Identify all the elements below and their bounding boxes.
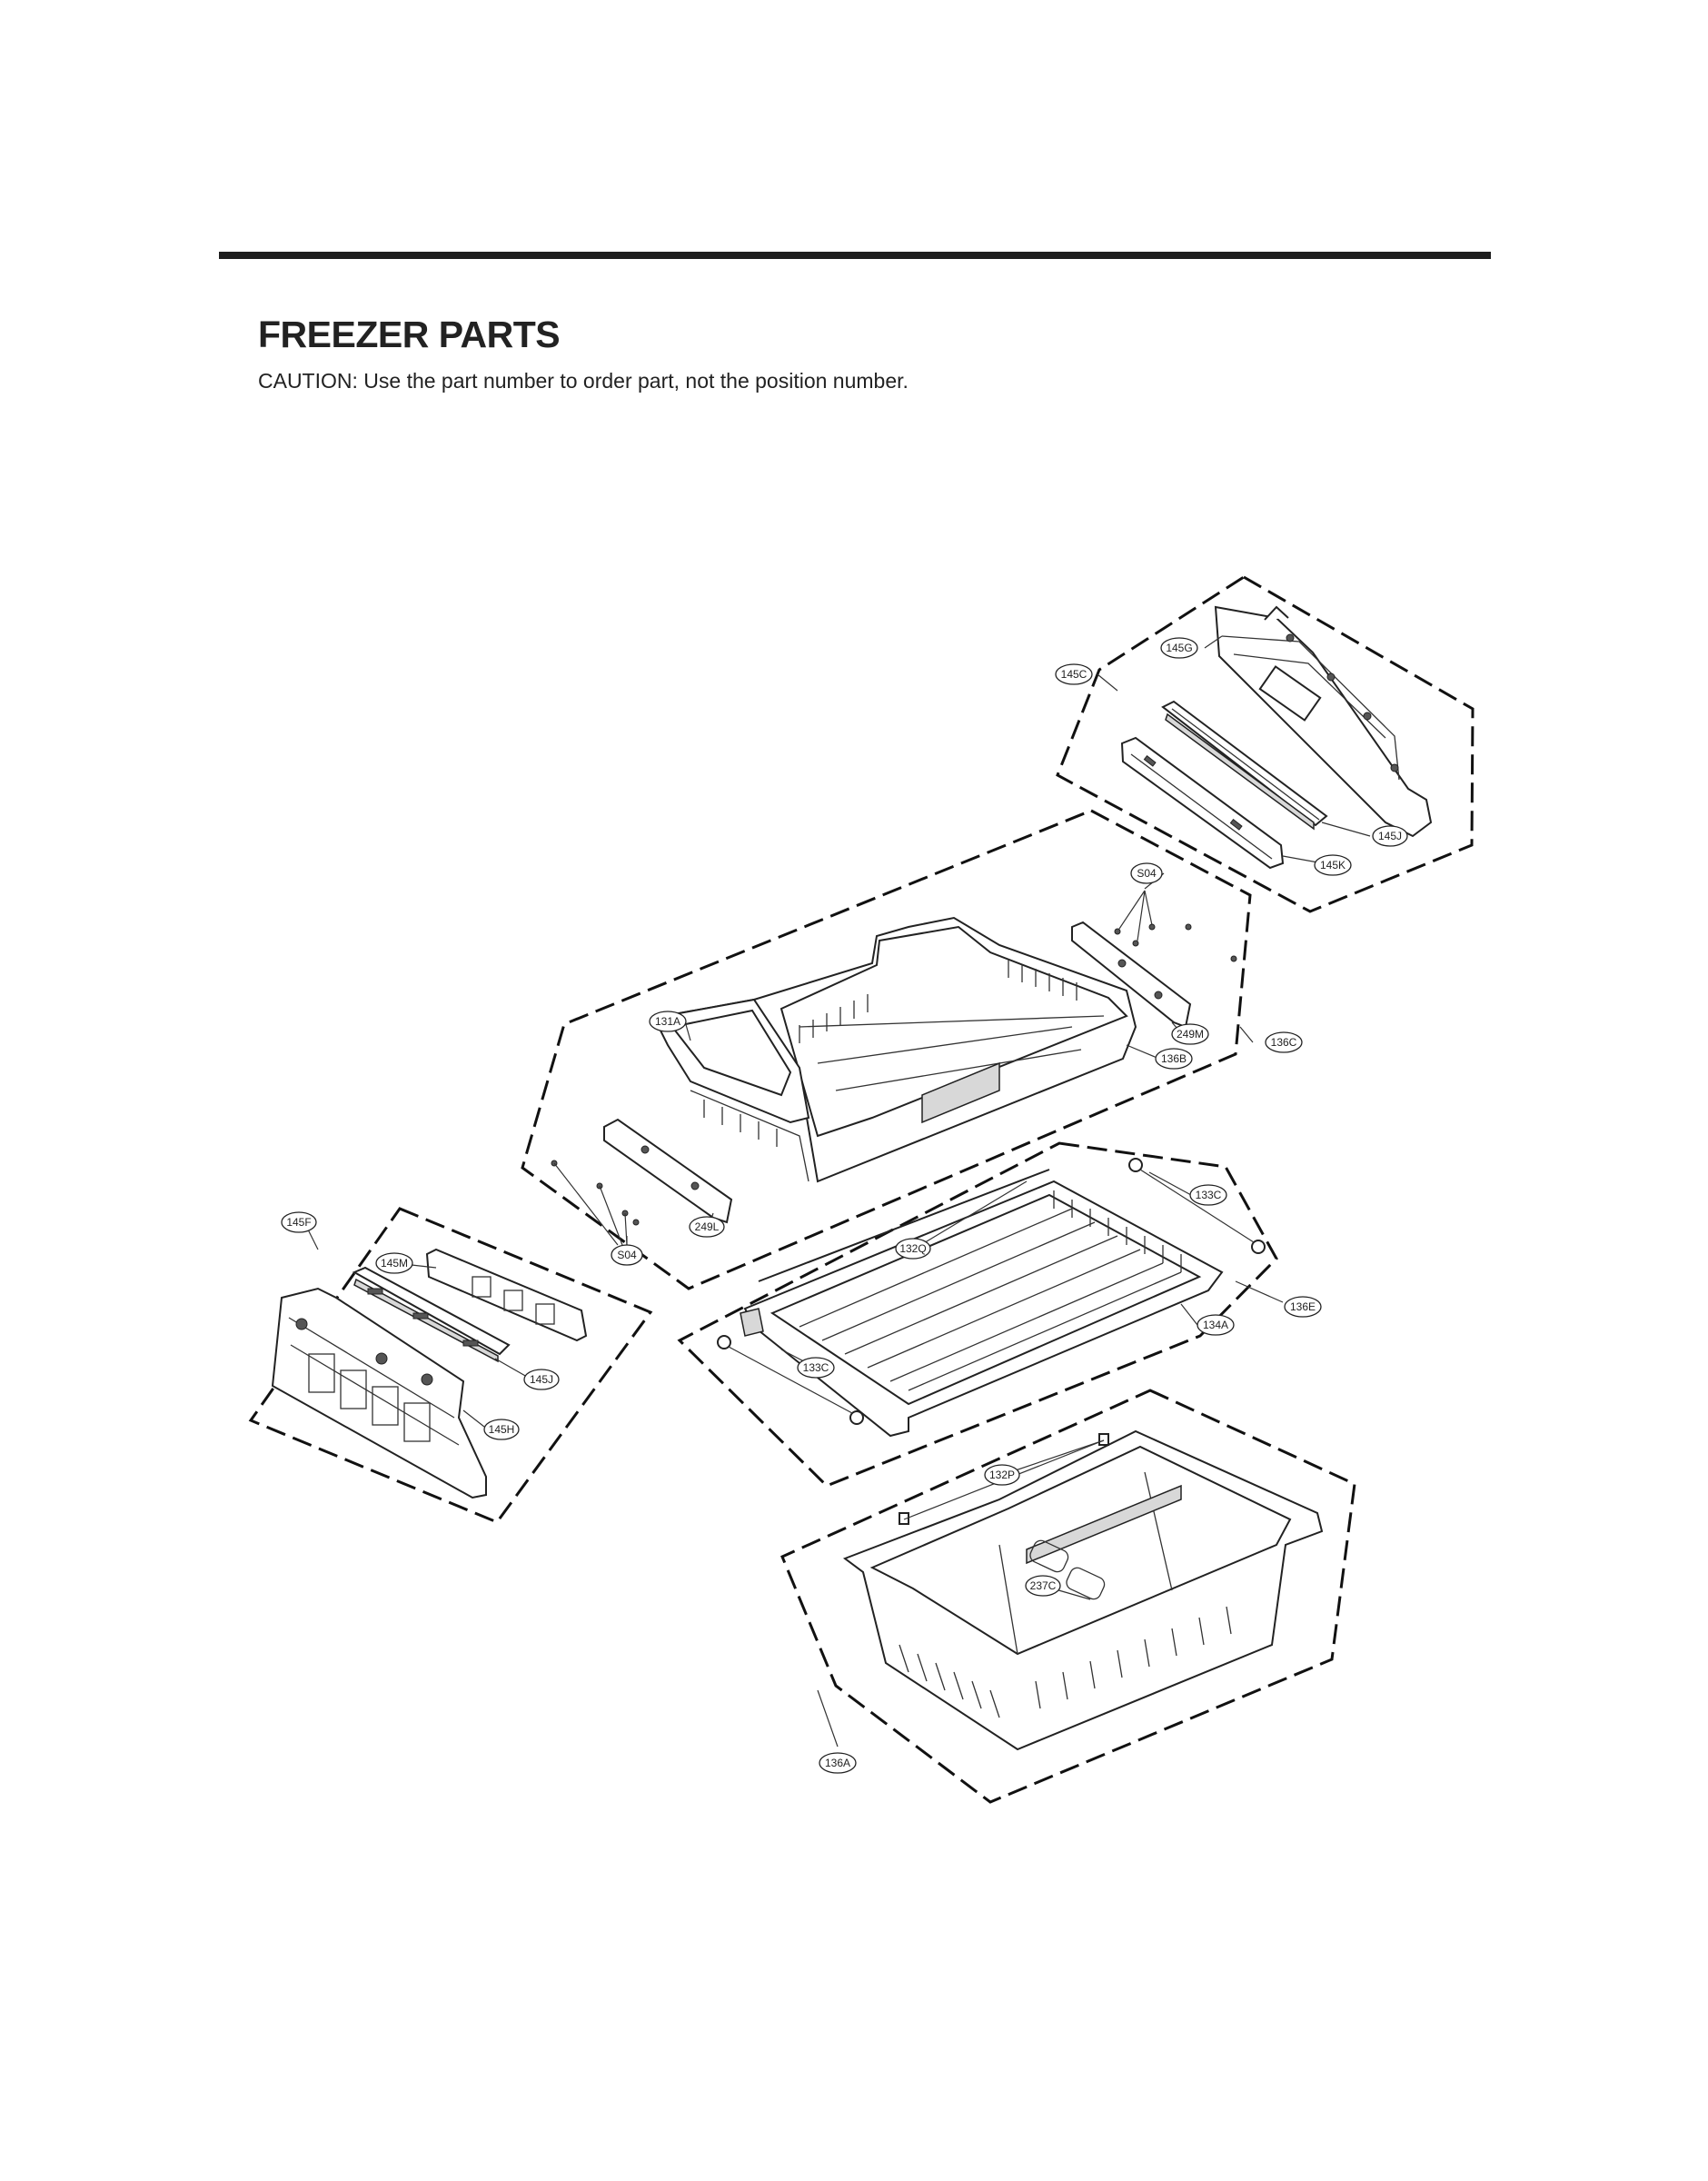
callout-136C: 136C	[1265, 1031, 1303, 1053]
rollers-133C	[717, 1158, 1266, 1425]
caution-note: CAUTION: Use the part number to order pa…	[258, 369, 909, 393]
callout-label: 145G	[1166, 642, 1192, 654]
callout-label: S04	[1137, 867, 1157, 880]
callout-label: 249L	[695, 1220, 720, 1233]
rail-145J-left	[352, 1266, 511, 1363]
callout-136E: 136E	[1284, 1296, 1322, 1318]
callout-145G: 145G	[1160, 637, 1198, 659]
callout-132P: 132P	[984, 1464, 1020, 1486]
callout-label: 132P	[989, 1469, 1015, 1481]
group-rail-top	[1056, 575, 1475, 913]
callout-label: 136A	[825, 1757, 850, 1769]
group-lower-basket	[780, 1389, 1356, 1804]
callout-label: 145F	[286, 1216, 311, 1229]
rail-cover-145K	[1120, 736, 1285, 870]
callout-136A: 136A	[819, 1752, 857, 1774]
callout-label: 145M	[381, 1257, 408, 1270]
callout-label: 145H	[489, 1423, 515, 1436]
callout-label: 249M	[1177, 1028, 1204, 1041]
callout-label: 132Q	[899, 1242, 926, 1255]
callout-145M: 145M	[375, 1252, 413, 1274]
callout-label: 133C	[803, 1361, 829, 1374]
callout-145H: 145H	[483, 1419, 520, 1440]
rail-bracket-145H	[271, 1287, 487, 1499]
callout-label: 131A	[655, 1015, 680, 1028]
rail-bracket-145G	[1214, 605, 1433, 838]
rail-145J-top	[1161, 700, 1328, 831]
small-bin-131A	[652, 998, 810, 1182]
callout-label: 237C	[1030, 1579, 1057, 1592]
callout-label: 133C	[1196, 1189, 1222, 1201]
callout-S04-left: S04	[611, 1244, 643, 1266]
upper-drawer-136B	[651, 916, 1137, 1183]
callout-134A: 134A	[1197, 1314, 1235, 1336]
callout-S04-top: S04	[1130, 862, 1163, 884]
header-rule	[219, 252, 1491, 259]
callout-145J-left: 145J	[523, 1369, 560, 1390]
tray-134A	[740, 1180, 1224, 1438]
callout-145K: 145K	[1314, 854, 1352, 876]
screws-S04-top	[1114, 890, 1237, 962]
callout-132Q: 132Q	[895, 1238, 931, 1260]
callout-label: 145C	[1061, 668, 1087, 681]
callout-145J-top: 145J	[1372, 825, 1408, 847]
callout-133C-top: 133C	[1189, 1184, 1227, 1206]
callout-131A: 131A	[649, 1011, 687, 1032]
callout-237C: 237C	[1025, 1575, 1061, 1597]
screws-S04-left	[551, 1160, 640, 1246]
page-title: FREEZER PARTS	[258, 314, 561, 355]
wire-132Q	[758, 1169, 1050, 1282]
rail-cover-145M	[425, 1248, 588, 1342]
callout-label: 145J	[530, 1373, 553, 1386]
group-upper-drawer	[521, 809, 1252, 1290]
callout-label: 145J	[1378, 830, 1402, 842]
lower-basket-136A	[842, 1429, 1324, 1751]
callout-label: 136E	[1290, 1300, 1316, 1313]
callout-label: 134A	[1203, 1319, 1228, 1331]
callout-136B: 136B	[1155, 1048, 1193, 1070]
callout-label: S04	[617, 1249, 637, 1261]
bracket-249L	[603, 1118, 733, 1224]
callout-label: 136C	[1271, 1036, 1297, 1049]
group-tray	[677, 1141, 1278, 1488]
callout-145C: 145C	[1055, 663, 1093, 685]
callout-249L: 249L	[689, 1216, 725, 1238]
callout-133C-left: 133C	[797, 1357, 835, 1379]
bracket-249M	[1071, 921, 1192, 1029]
callout-label: 145K	[1320, 859, 1346, 871]
callout-label: 136B	[1161, 1052, 1187, 1065]
callout-145F: 145F	[281, 1211, 317, 1233]
callout-249M: 249M	[1171, 1023, 1209, 1045]
